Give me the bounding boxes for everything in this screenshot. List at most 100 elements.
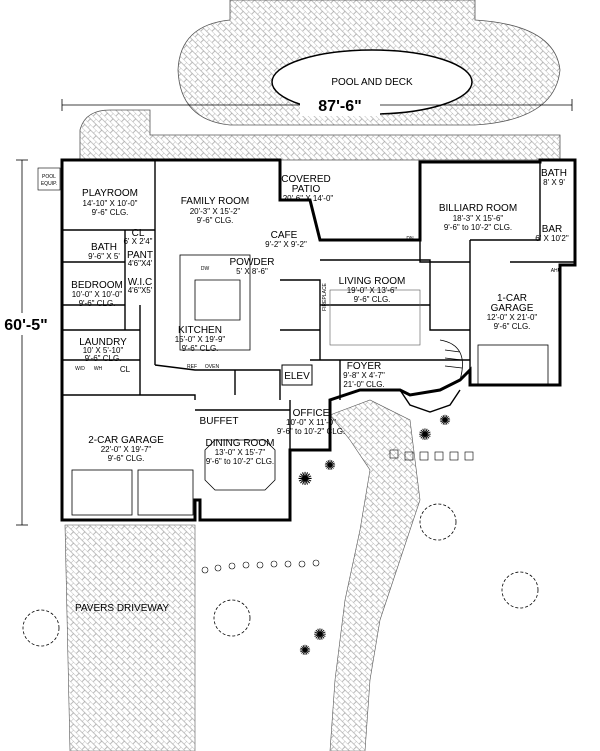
pool-label: POOL AND DECK [331,77,413,88]
driveway-label: PAVERS DRIVEWAY [75,603,169,614]
front-pavers [64,399,421,751]
cl-name: CL [132,228,145,239]
bath-size: 9'-6" X 5' [88,252,120,261]
paver-squares [389,449,474,461]
cafe-size: 9'-2" X 9'-2" [265,240,307,249]
bath-ne-size: 8' X 9' [543,178,565,187]
foyer-size: 9'-8" X 4'-7" [343,371,385,380]
fixture-labels: CL DW REF OVEN FIREPLACE AHU W/D DN WH [75,236,562,374]
room-wic: W.I.C 4'6"X5' [128,277,153,295]
room-patio: COVERED PATIO 20'-6" X 14'-0" [281,174,333,203]
office-size: 10'-0" X 11'-0" [286,418,336,427]
kitchen-name: KITCHEN [178,325,222,336]
width-dimension-label: 87'-6" [318,98,361,115]
billiard-clg: 9'-6" to 10'-2" CLG. [444,223,512,232]
bath-name: BATH [91,242,117,253]
dining-size: 13'-0" X 15'-7" [215,448,266,457]
garage2-name: 2-CAR GARAGE [88,435,164,446]
laundry-clg: 9'-6" CLG. [85,354,122,363]
patio-name-2: PATIO [292,184,321,195]
room-dining: DINING ROOM 13'-0" X 15'-7" 9'-6" to 10'… [206,438,275,466]
foyer-name: FOYER [347,361,381,372]
garage2-clg: 9'-6" CLG. [108,454,145,463]
room-bar: BAR 6' X 10'2" [535,224,569,243]
playroom-name: PLAYROOM [82,188,138,199]
cafe-name: CAFE [271,230,298,241]
room-bath-ne: BATH 8' X 9' [541,168,567,187]
bar-size: 6' X 10'2" [535,234,569,243]
ahu-label: AHU [551,268,562,274]
dining-clg: 9'-6" to 10'-2" CLG. [206,457,274,466]
playroom-clg: 9'-6" CLG. [92,208,129,217]
oven-label: OVEN [205,364,220,370]
tree-circle [419,503,457,541]
kitchen-size: 15'-0" X 19'-9" [175,335,226,344]
pool-equip-label-2: EQUIP. [41,181,57,187]
depth-dimension: 60'-5" [2,159,50,526]
wic-name: W.I.C [128,277,152,288]
shrub-icon: ✺ [297,469,312,489]
tree-circle [501,571,539,609]
fireplace-label: FIREPLACE [322,282,328,310]
playroom-size: 14'-10" X 10'-0" [83,199,138,208]
down-label: DN [406,236,414,242]
width-dimension: 87'-6" [61,94,573,116]
room-cl: CL 6' X 2'4" [123,228,152,246]
bedroom-size: 10'-0" X 10'-0" [72,290,123,299]
family-clg: 9'-6" CLG. [197,216,234,225]
shrub-icon: ✺ [439,412,451,428]
laundry-size: 10' X 5'-10" [83,346,124,355]
living-name: LIVING ROOM [339,276,406,287]
shrub-icon: ✺ [324,457,336,473]
room-bath: BATH 9'-6" X 5' [88,242,120,261]
room-cafe: CAFE 9'-2" X 9'-2" [265,230,307,249]
room-laundry: LAUNDRY 10' X 5'-10" 9'-6" CLG. [79,337,127,363]
room-office: OFFICE 10'-0" X 11'-0" 9'-6" to 10'-2" C… [277,408,345,436]
laundry-closet-label: CL [120,365,131,374]
room-billiard: BILLIARD ROOM 18'-3" X 15'-6" 9'-6" to 1… [439,203,517,232]
landscape: ✺ ✺ ✺ ✺ ✺ ✺ [22,412,539,658]
office-clg: 9'-6" to 10'-2" CLG. [277,427,345,436]
patio-name-1: COVERED [281,174,330,185]
elev-name: ELEV [284,371,310,382]
garage1-size: 12'-0" X 21'-0" [487,313,538,322]
refrigerator-label: REF [187,364,197,370]
water-heater-label: WH [94,366,103,372]
office-name: OFFICE [293,408,330,419]
buffet-name: BUFFET [200,416,239,427]
room-garage1: 1-CAR GARAGE 12'-0" X 21'-0" 9'-6" CLG. [487,293,538,331]
bar-name: BAR [542,224,563,235]
laundry-name: LAUNDRY [79,337,127,348]
house-walls [60,158,577,522]
billiard-name: BILLIARD ROOM [439,203,517,214]
garage2-size: 22'-0" X 19'-7" [101,445,152,454]
room-playroom: PLAYROOM 14'-10" X 10'-0" 9'-6" CLG. [82,188,138,217]
shrub-icon: ✺ [313,627,326,644]
pool-deck: POOL AND DECK [79,0,561,161]
pant-name: PANT [127,250,153,261]
tree-circle [22,609,60,647]
bath-ne-name: BATH [541,168,567,179]
patio-size: 20'-6" X 14'-0" [283,194,334,203]
room-foyer: FOYER 9'-8" X 4'-7" 21'-0" CLG. [343,361,385,389]
shrub-icon: ✺ [299,642,311,658]
room-elev: ELEV [281,364,313,386]
garage1-clg: 9'-6" CLG. [494,322,531,331]
pant-size: 4'6"X4' [128,259,153,268]
washer-dryer-label: W/D [75,366,85,372]
room-bedroom: BEDROOM 10'-0" X 10'-0" 9'-6" CLG. [71,280,123,308]
family-size: 20'-3" X 15'-2" [190,207,241,216]
bedroom-name: BEDROOM [71,280,123,291]
room-pant: PANT 4'6"X4' [127,250,153,268]
room-family: FAMILY ROOM 20'-3" X 15'-2" 9'-6" CLG. [181,196,250,225]
dining-name: DINING ROOM [206,438,275,449]
room-kitchen: KITCHEN 15'-0" X 19'-9" 9'-6" CLG. [175,325,226,353]
living-clg: 9'-6" CLG. [354,295,391,304]
kitchen-clg: 9'-6" CLG. [182,344,219,353]
tree-circle [213,599,251,637]
pool-equip-label-1: POOL [42,174,56,180]
family-name: FAMILY ROOM [181,196,250,207]
dishwasher-label: DW [201,266,210,272]
room-living: LIVING ROOM 19'-0" X 13'-6" 9'-6" CLG. [339,276,406,304]
